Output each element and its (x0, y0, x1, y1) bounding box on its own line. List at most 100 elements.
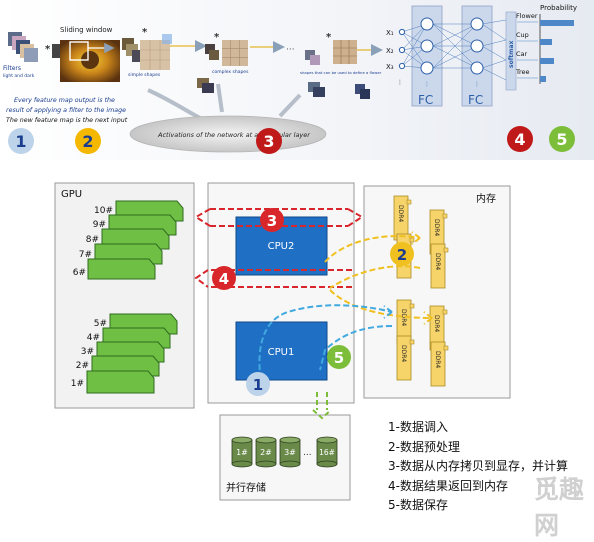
disk-label-1: 1# (236, 448, 248, 457)
legend-item-2: 2-数据预处理 (388, 439, 460, 454)
top-marker-4-label: 4 (514, 130, 525, 149)
disk-3 (279, 436, 301, 468)
storage-disks (231, 436, 338, 468)
diagram-marker-2-label: 2 (397, 246, 407, 264)
gpu-label-3: 3# (81, 347, 94, 357)
sliding-window-label: Sliding window (60, 26, 113, 34)
cnn-panel: Filters light and dark Sliding window * … (0, 0, 594, 160)
disk-1 (231, 436, 253, 468)
diagram-marker-1-label: 1 (253, 376, 263, 394)
diagram-canvas: Filters light and dark Sliding window * … (0, 0, 594, 501)
top-marker-5 (549, 126, 575, 152)
svg-text:DDR4: DDR4 (433, 315, 440, 332)
svg-text:DDR4: DDR4 (397, 205, 404, 222)
storage-label: 并行存储 (226, 481, 266, 494)
gpu-label-2: 2# (76, 361, 89, 371)
cpu1-label: CPU1 (268, 347, 295, 358)
watermark: 觅趣网 (534, 475, 585, 540)
top-marker-2-label: 2 (82, 132, 93, 151)
svg-text:⋮: ⋮ (424, 81, 430, 88)
cpu2-label: CPU2 (268, 241, 295, 252)
caption-line-1: Every feature map output is the (14, 96, 115, 104)
ddr4-stick: DDR4 (396, 299, 415, 345)
gpu-label-8: 8# (86, 235, 99, 245)
gpu-card-1 (86, 370, 155, 394)
conv-star-4: * (326, 32, 332, 43)
top-marker-2 (75, 128, 101, 154)
gpu-label-10: 10# (94, 206, 113, 216)
class-cup: Cup (516, 31, 529, 39)
svg-text:DDR4: DDR4 (400, 345, 407, 362)
sliding-window-box (69, 41, 89, 61)
fc-network: ⋮ ⋮ (398, 5, 517, 107)
diagram-marker-5-label: 5 (334, 349, 344, 367)
gpu-label-4: 4# (87, 333, 100, 343)
gpu-label-9: 9# (93, 220, 106, 230)
svg-text:DDR4: DDR4 (433, 219, 440, 236)
gpu-cards-upper (87, 200, 184, 280)
simple-shapes-label: simple shapes (128, 72, 161, 78)
disk-label-3: 3# (284, 448, 296, 457)
feature-map-complex (205, 40, 248, 66)
caption-line-2: result of applying a filter to the image (6, 106, 126, 114)
top-marker-3 (256, 128, 282, 154)
diagram-marker-3 (260, 208, 284, 232)
gpu-card-6 (87, 258, 156, 280)
softmax-label: softmax (508, 41, 515, 68)
complex-shapes-label: complex shapes (212, 69, 249, 75)
ddr4-stick: DDR4 (430, 341, 449, 387)
feature-map-flower (305, 40, 357, 65)
flow-step1-arrow (258, 304, 393, 389)
top-marker-1 (8, 128, 34, 154)
input-x2: X₂ (386, 47, 394, 55)
cpu1-chip (235, 321, 328, 381)
flow-step2-arrow (324, 231, 433, 325)
disk-ellipsis: ... (303, 448, 312, 458)
gpu-label-1: 1# (71, 379, 84, 389)
fc-label-2: FC (468, 93, 483, 107)
legend-item-4: 4-数据结果返回到内存 (388, 478, 508, 493)
steps-legend: 1-数据调入 2-数据预处理 3-数据从内存拷贝到显存，并计算 4-数据结果返回… (388, 418, 588, 516)
gpu-label-7: 7# (79, 250, 92, 260)
conv-star-1: * (45, 44, 51, 55)
ddr4-stick: DDR4 (429, 209, 448, 255)
top-marker-5-label: 5 (556, 130, 567, 149)
input-x1: X₁ (386, 29, 394, 37)
flow-step5-arrow (312, 392, 332, 420)
flower-shapes-label: shapes that can be used to define a flow… (300, 70, 382, 75)
memory-label: 内存 (476, 192, 496, 205)
disk-label-2: 2# (260, 448, 272, 457)
diagram-marker-5 (327, 345, 351, 369)
diagram-marker-1 (246, 372, 270, 396)
filters-sub-label: light and dark (3, 73, 35, 79)
disk-16 (316, 436, 338, 468)
sunflower-center (81, 51, 99, 69)
ddr4-stick: DDR4 (393, 195, 412, 241)
activation-arrow-2 (216, 83, 224, 113)
input-ellipsis: ⋮ (397, 79, 403, 86)
disk-label-16: 16# (319, 448, 335, 457)
ddr4-stick: DDR4 (430, 243, 449, 289)
fc-label-1: FC (418, 93, 433, 107)
disk-2 (255, 436, 277, 468)
conv-star-3: * (214, 32, 220, 43)
caption-line-3: The new feature map is the next input (6, 116, 128, 124)
class-car: Car (516, 50, 528, 58)
filters-stack (8, 32, 38, 62)
svg-text:DDR4: DDR4 (434, 351, 441, 368)
svg-text:DDR4: DDR4 (434, 253, 441, 270)
ddr4-stick: DDR4 (396, 335, 415, 381)
class-flower: Flower (516, 12, 538, 20)
top-marker-4 (507, 126, 533, 152)
gpu-label-6: 6# (73, 268, 86, 278)
gpu-label-5: 5# (94, 319, 107, 329)
input-x3: X₃ (386, 63, 394, 71)
diagram-marker-4-label: 4 (219, 270, 229, 288)
activation-stacks (197, 78, 370, 99)
gpu-cards-lower (86, 313, 178, 394)
svg-text:⋮: ⋮ (474, 81, 480, 88)
probability-bars (540, 20, 574, 82)
filters-label: Filters (3, 65, 21, 72)
activation-arrow-3 (278, 93, 302, 118)
svg-text:DDR4: DDR4 (400, 309, 407, 326)
